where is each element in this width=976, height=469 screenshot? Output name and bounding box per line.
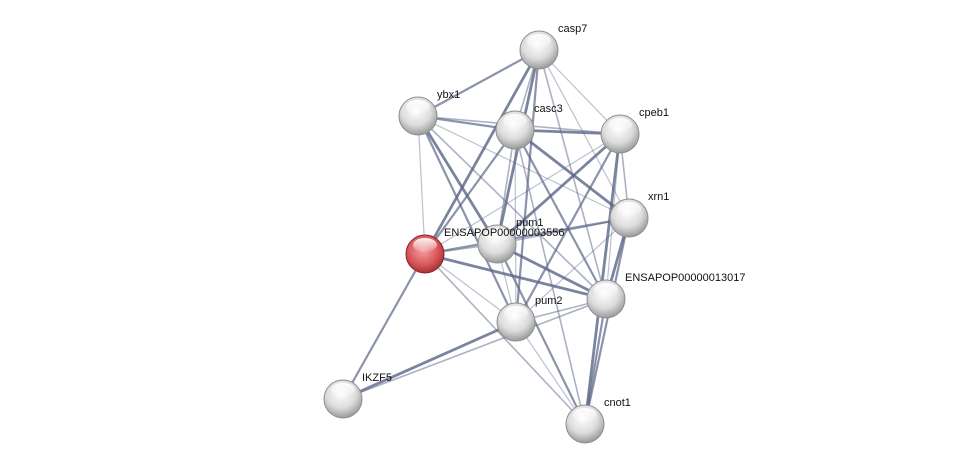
edge-xrn1-pum1[interactable] <box>496 217 630 245</box>
edge-xrn1-pum2[interactable] <box>515 217 630 323</box>
node-casc3[interactable] <box>495 110 535 150</box>
edge-casp7-ens3556[interactable] <box>423 49 541 255</box>
node-cnot1[interactable] <box>565 404 605 444</box>
edge-xrn1-cnot1[interactable] <box>583 217 631 425</box>
node-casp7[interactable] <box>519 30 559 70</box>
node-label-casp7: casp7 <box>558 23 587 35</box>
edge-casc3-ens13017[interactable] <box>514 129 607 300</box>
node-label-ens13017: ENSAPOP00000013017 <box>625 272 745 284</box>
node-ybx1[interactable] <box>398 96 438 136</box>
edge-ens3556-ens13017[interactable] <box>424 252 607 301</box>
edge-casp7-ybx1[interactable] <box>417 49 540 117</box>
node-label-cpeb1: cpeb1 <box>639 107 669 119</box>
edge-pum1-cnot1[interactable] <box>496 243 586 425</box>
node-ens3556[interactable] <box>405 234 445 274</box>
node-pum2[interactable] <box>496 302 536 342</box>
node-ikzf5[interactable] <box>323 379 363 419</box>
node-label-pum2: pum2 <box>535 295 563 307</box>
node-label-xrn1: xrn1 <box>648 191 669 203</box>
edge-ybx1-pum2[interactable] <box>417 115 517 323</box>
edge-pum1-ens13017[interactable] <box>496 242 607 301</box>
node-pum1[interactable] <box>477 224 517 264</box>
node-label-ikzf5: IKZF5 <box>362 372 392 384</box>
edge-ybx1-ens13017[interactable] <box>417 115 607 300</box>
node-label-ybx1: ybx1 <box>437 89 460 101</box>
edge-ybx1-pum1[interactable] <box>416 115 499 245</box>
edge-ens13017-cnot1[interactable] <box>583 298 608 425</box>
edge-casc3-cnot1[interactable] <box>514 129 586 425</box>
edge-ybx1-ens3556[interactable] <box>417 115 426 255</box>
node-label-casc3: casc3 <box>534 103 563 115</box>
node-label-cnot1: cnot1 <box>604 397 631 409</box>
edge-ens3556-cnot1[interactable] <box>424 253 586 425</box>
edge-casc3-xrn1[interactable] <box>514 128 630 220</box>
edge-cpeb1-cnot1[interactable] <box>583 133 622 425</box>
edge-cpeb1-ens3556[interactable] <box>424 133 621 255</box>
edge-cpeb1-pum1[interactable] <box>496 132 621 246</box>
edge-ens13017-ikzf5[interactable] <box>342 298 607 400</box>
edge-casc3-ens3556[interactable] <box>424 129 516 255</box>
node-xrn1[interactable] <box>609 198 649 238</box>
node-label-pum1: pum1 <box>516 217 544 229</box>
edge-pum2-cnot1[interactable] <box>515 321 586 425</box>
node-cpeb1[interactable] <box>600 114 640 154</box>
node-label-ens3556: ENSAPOP00000003556 <box>444 227 564 239</box>
edge-pum2-ikzf5[interactable] <box>342 320 517 401</box>
node-ens13017[interactable] <box>586 279 626 319</box>
edge-ens3556-ikzf5[interactable] <box>342 253 426 400</box>
